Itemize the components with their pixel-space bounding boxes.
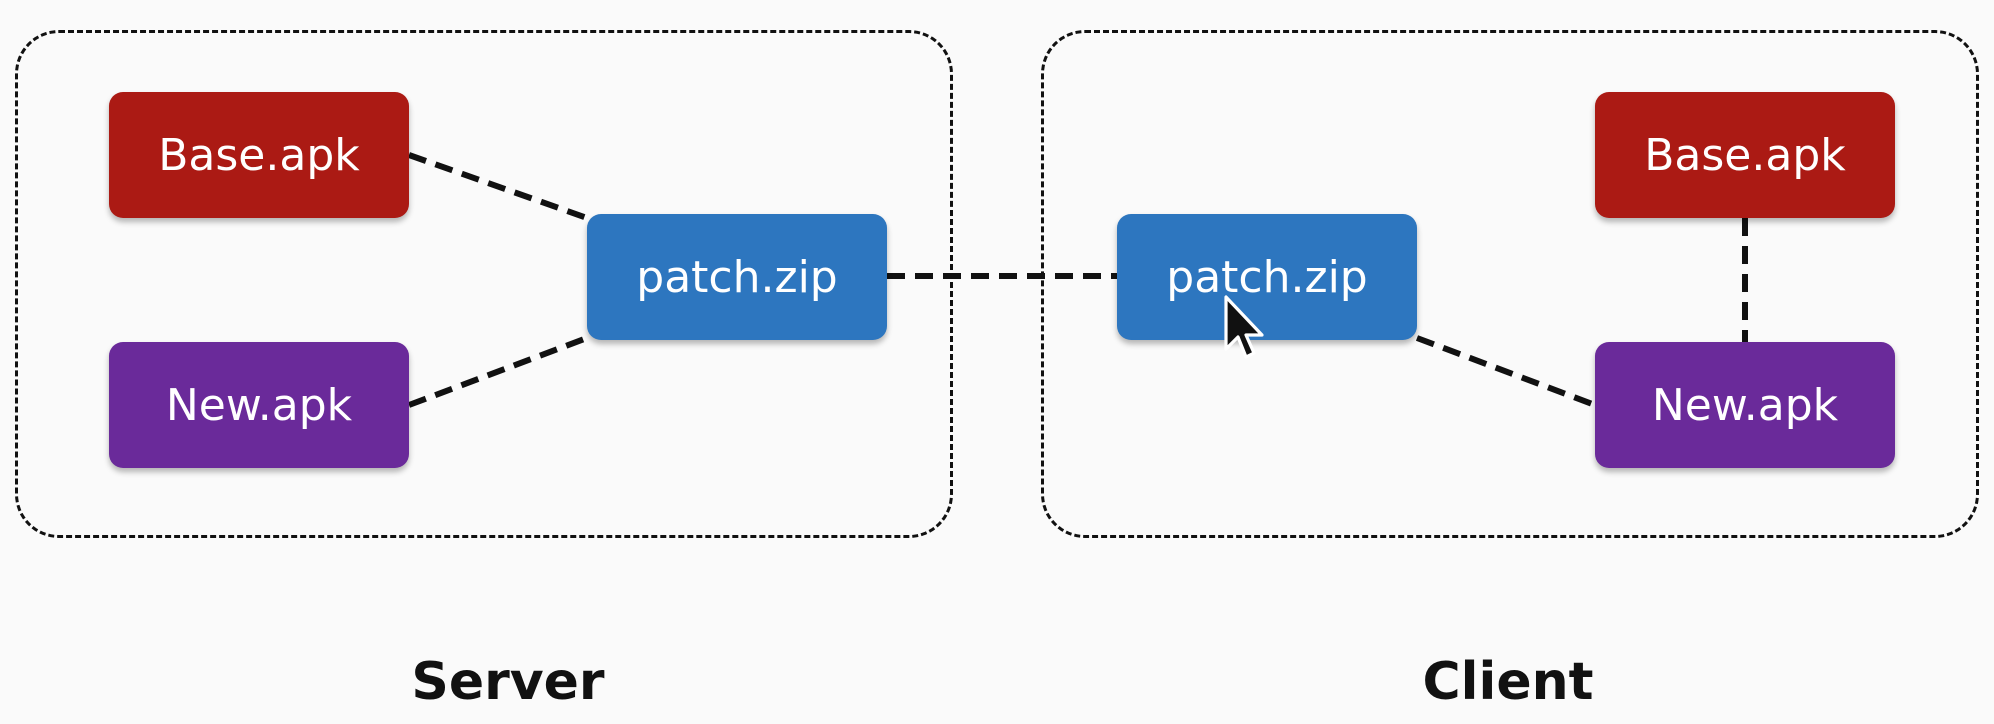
client-new-apk-label: New.apk — [1651, 379, 1839, 431]
server-base-apk-label: Base.apk — [158, 129, 360, 181]
client-base-apk-node[interactable]: Base.apk — [1595, 92, 1895, 218]
server-new-apk-node[interactable]: New.apk — [109, 342, 409, 468]
server-title: Server — [411, 652, 605, 712]
server-group-box — [15, 30, 953, 538]
client-patch-zip-label: patch.zip — [1166, 251, 1368, 303]
client-group-box — [1041, 30, 1979, 538]
server-patch-zip-node[interactable]: patch.zip — [587, 214, 887, 340]
server-base-apk-node[interactable]: Base.apk — [109, 92, 409, 218]
client-patch-zip-node[interactable]: patch.zip — [1117, 214, 1417, 340]
mouse-pointer-icon — [1224, 295, 1264, 359]
server-patch-zip-label: patch.zip — [636, 251, 838, 303]
server-new-apk-label: New.apk — [165, 379, 353, 431]
client-new-apk-node[interactable]: New.apk — [1595, 342, 1895, 468]
client-title: Client — [1422, 652, 1594, 712]
client-base-apk-label: Base.apk — [1644, 129, 1846, 181]
